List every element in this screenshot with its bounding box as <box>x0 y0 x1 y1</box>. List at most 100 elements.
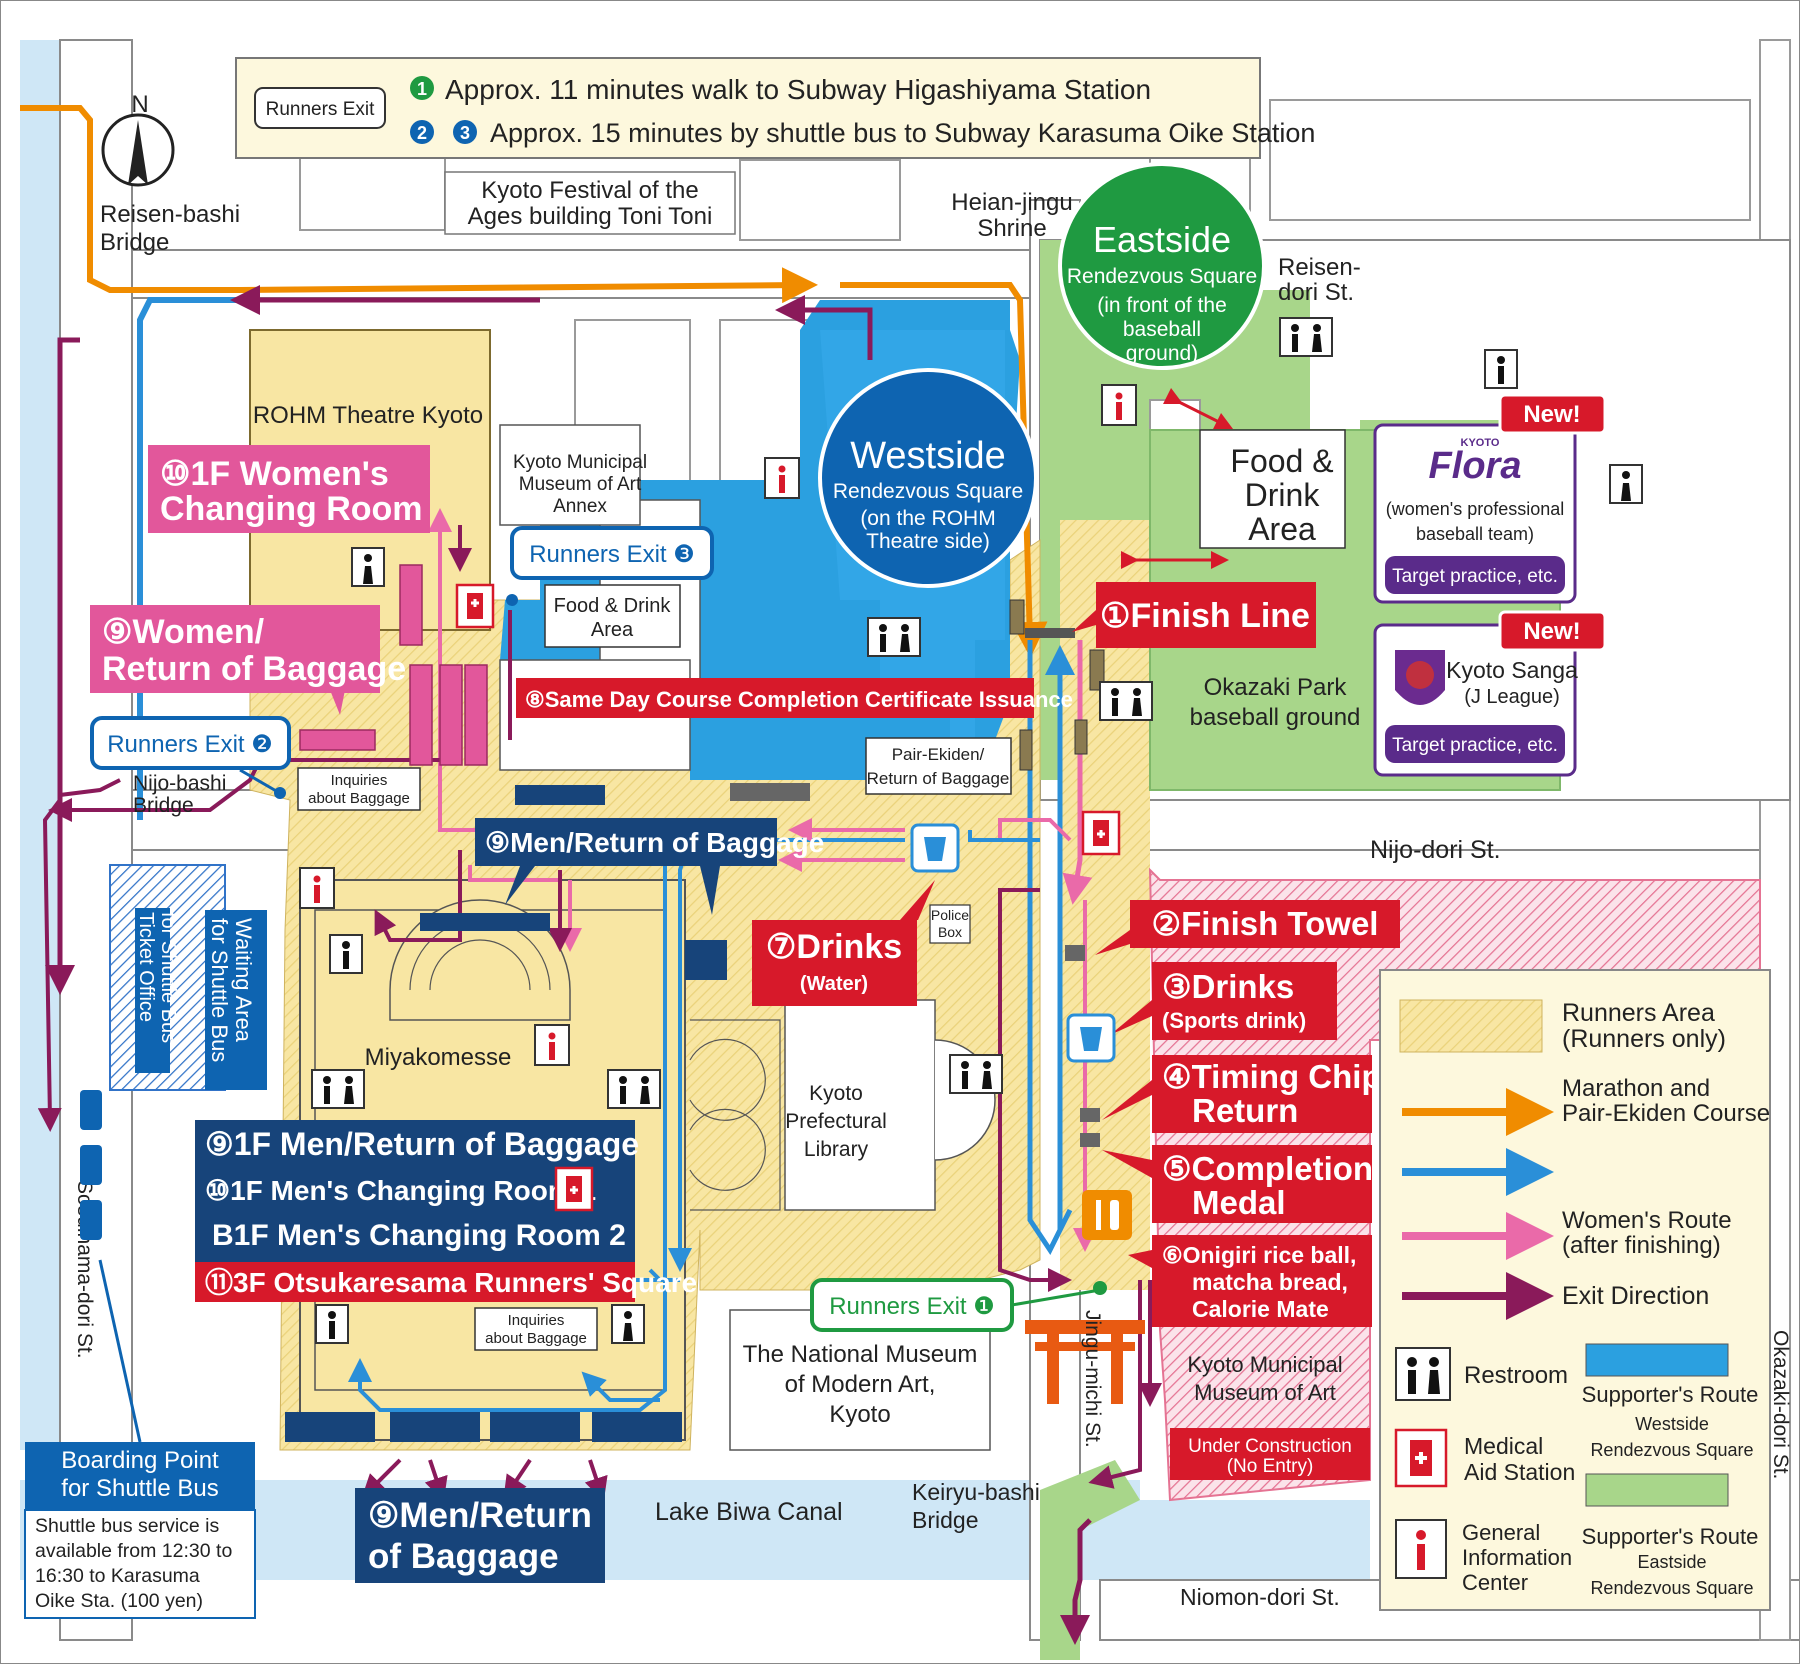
legend-medical-1: Medical <box>1464 1433 1543 1459</box>
legend-swatch-east <box>1585 1473 1729 1507</box>
womens-baggage-label-1: ⑨Women/ <box>102 613 265 651</box>
food-big-box <box>1199 429 1346 549</box>
exit-line-1: Approx. 11 minutes walk to Subway Higash… <box>445 74 1151 105</box>
food-small-box <box>544 584 681 648</box>
library-label-2: Prefectural <box>785 1110 887 1133</box>
annex-label-3: Annex <box>553 496 607 517</box>
runners-exit-2: Runners Exit ❷ <box>90 716 291 799</box>
legend-west-3: Rendezvous Square <box>1590 1440 1753 1460</box>
torii-gate-icon <box>1025 1320 1145 1404</box>
exit-route-nijo-bridge <box>48 758 450 822</box>
drinks-water-label-2: (Water) <box>800 973 868 995</box>
womens-changing-label-2: Changing Room <box>160 490 423 528</box>
food-big-label-1: Food & <box>1230 443 1333 479</box>
food-icon <box>1082 1190 1132 1240</box>
reisen-bashi-label-2: Bridge <box>100 229 169 256</box>
inquiries-bottom-label-1: Inquiries <box>508 1312 565 1329</box>
flora-desc-2: baseball team) <box>1416 524 1534 544</box>
womens-route-north <box>428 508 480 832</box>
shuttle-title-1: Boarding Point <box>61 1447 219 1474</box>
westside-title: Westside <box>850 435 1006 477</box>
nijo-bashi-label-2: Bridge <box>133 794 194 817</box>
waiting-area-label-2: for Shuttle Bus <box>207 918 232 1062</box>
legend-east-3: Rendezvous Square <box>1590 1578 1753 1598</box>
legend-info-3: Center <box>1462 1570 1528 1595</box>
legend-exit: Exit Direction <box>1562 1282 1709 1310</box>
exit-num-2: 2 <box>417 123 427 143</box>
path-indicator-1 <box>1162 387 1234 430</box>
eastside-square: Eastside Rendezvous Square (in front of … <box>1058 162 1266 370</box>
legend-runners-1: Runners Area <box>1562 999 1715 1027</box>
rohm-label: ROHM Theatre Kyoto <box>253 402 483 429</box>
legend-swatch-west <box>1585 1343 1729 1377</box>
certificate-callout: ⑧Same Day Course Completion Certificate … <box>516 678 1073 718</box>
sanga-name-1: Kyoto Sanga <box>1446 657 1578 683</box>
ticket-office-label-2: for Shuttle Bus <box>157 912 179 1043</box>
inquiries-box-bottom <box>474 1307 598 1351</box>
womens-baggage-callout: ⑨Women/ Return of Baggage <box>90 605 406 715</box>
finish-line-label: ①Finish Line <box>1100 597 1310 635</box>
annex-building <box>499 424 641 526</box>
medical-aid-icon <box>455 583 1121 1212</box>
exit-route-south <box>1088 1280 1142 1489</box>
exit-num-3: 3 <box>460 123 470 143</box>
exit-num-1: 1 <box>417 79 427 99</box>
exit-badge: Runners Exit <box>266 99 375 120</box>
timing-chip-label-1: ④Timing Chip <box>1162 1058 1382 1095</box>
baseball-label-2: baseball ground <box>1190 704 1361 731</box>
police-label-2: Box <box>938 924 962 940</box>
reisen-dori-label-2: dori St. <box>1278 279 1354 306</box>
legend-west-1: Supporter's Route <box>1582 1382 1759 1407</box>
finish-towel-label: ②Finish Towel <box>1152 905 1379 942</box>
onigiri-label-3: Calorie Mate <box>1192 1296 1329 1322</box>
national-museum-label-2: of Modern Art, <box>785 1371 936 1398</box>
womens-baggage-label-2: Return of Baggage <box>102 650 406 688</box>
legend-medical-2: Aid Station <box>1464 1459 1575 1485</box>
runners-exit-1-label: Runners Exit ❶ <box>829 1293 995 1320</box>
runners-exit-2-label: Runners Exit ❷ <box>107 731 273 758</box>
certificate-desk <box>730 783 810 801</box>
mens-changing1-label: ⑩1F Men's Changing Room 1 <box>205 1175 596 1206</box>
eastside-sub-3: baseball <box>1123 318 1201 341</box>
under-construction-box <box>1170 1428 1370 1480</box>
legend-swatch-runners <box>1399 999 1543 1053</box>
shuttle-note-2: available from 12:30 to <box>35 1540 232 1562</box>
pair-ekiden-label-2: Return of Baggage <box>867 769 1010 788</box>
compass-label: N <box>131 91 148 118</box>
westside-square: Westside Rendezvous Square (on the ROHM … <box>818 368 1038 588</box>
mens-1f-callout: ⑨1F Men/Return of Baggage <box>195 1120 639 1168</box>
keiryu-label-2: Bridge <box>912 1507 978 1533</box>
shuttle-title-2: for Shuttle Bus <box>61 1475 218 1502</box>
toni-label-2: Ages building Toni Toni <box>468 203 713 230</box>
drinks-water-label-1: ⑦Drinks <box>766 928 902 966</box>
new-badge-sanga: New! <box>1498 610 1607 652</box>
runners-exit-3-label: Runners Exit ❸ <box>529 541 695 568</box>
eastside-sub-1: Rendezvous Square <box>1067 265 1257 288</box>
nijo-dori-label: Nijo-dori St. <box>1370 836 1501 864</box>
pair-ekiden-label-1: Pair-Ekiden/ <box>892 745 985 764</box>
inquiries-top-label-1: Inquiries <box>331 772 388 789</box>
sanga-target: Target practice, etc. <box>1392 735 1558 756</box>
national-museum-label-3: Kyoto <box>829 1401 890 1428</box>
eastside-sub-2: (in front of the <box>1097 294 1227 317</box>
mens-changing2-label: B1F Men's Changing Room 2 <box>212 1219 626 1252</box>
mens-baggage-top-callout: ⑨Men/Return of Baggage <box>475 818 824 915</box>
food-big-label-2: Drink <box>1245 477 1321 513</box>
finish-towel-callout: ②Finish Towel <box>1095 900 1400 955</box>
municipal-museum-label-1: Kyoto Municipal <box>1187 1352 1342 1377</box>
blue-route-right-curve <box>581 1371 660 1402</box>
eastside-title: Eastside <box>1093 219 1231 260</box>
otsukaresama-label: ⑪3F Otsukaresama Runners' Square <box>205 1266 697 1298</box>
womens-baggage-bars <box>299 564 488 766</box>
shuttle-note-3: 16:30 to Karasuma <box>35 1565 200 1587</box>
legend-east-2: Eastside <box>1637 1552 1706 1572</box>
toni-label-box <box>444 171 736 235</box>
finish-line-callout: ①Finish Line <box>1072 582 1316 648</box>
heian-label-1: Heian-jingu <box>951 189 1072 216</box>
exit-route-west <box>45 337 80 995</box>
inquiries-box-top <box>297 767 421 811</box>
food-big-label-3: Area <box>1248 511 1316 547</box>
legend-marathon-1: Marathon and <box>1562 1075 1710 1102</box>
flora-logo-small: KYOTO <box>1461 437 1500 449</box>
timing-chip-callout: ④Timing Chip Return <box>1102 1055 1382 1133</box>
